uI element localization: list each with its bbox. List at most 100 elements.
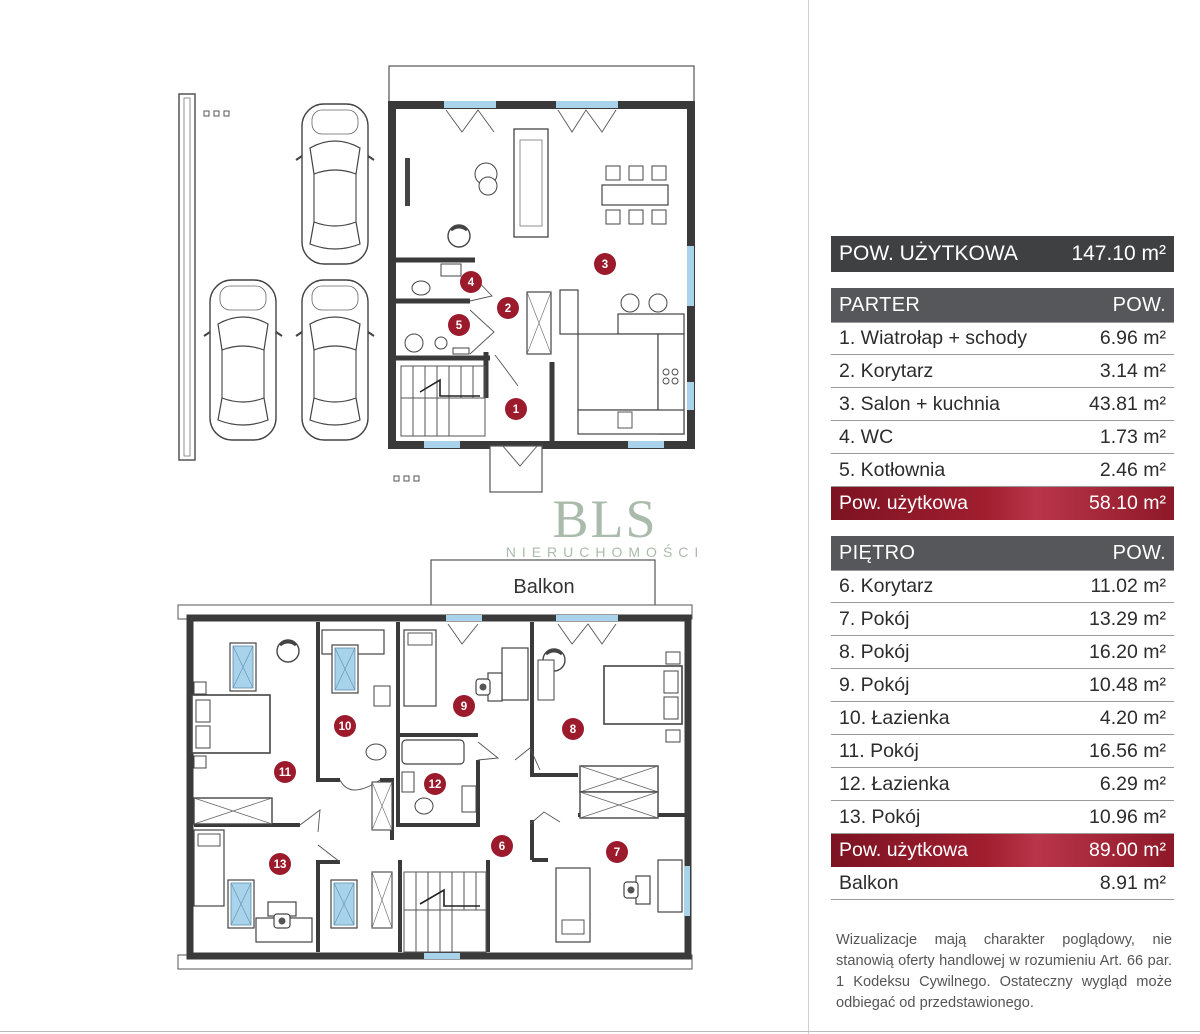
pietro-header-label: PIĘTRO <box>839 541 916 564</box>
room-name: 12. Łazienka <box>839 772 950 795</box>
room-name: 3. Salon + kuchnia <box>839 392 1000 415</box>
parter-header-label: PARTER <box>839 293 921 316</box>
pietro-header-col: POW. <box>1112 541 1166 564</box>
room-marker: 10 <box>334 715 356 737</box>
room-marker: 12 <box>424 773 446 795</box>
room-marker-number: 8 <box>570 724 577 736</box>
pietro-rows: 6. Korytarz 11.02 m² 7. Pokój 13.29 m² 8. Po… <box>831 570 1174 834</box>
parter-room-row: 4. WC 1.73 m² <box>831 421 1174 454</box>
bottom-rule <box>0 1031 1200 1032</box>
room-marker: 2 <box>497 297 519 319</box>
room-name: 8. Pokój <box>839 640 910 663</box>
room-area: 16.20 m² <box>1089 640 1166 663</box>
room-marker: 8 <box>562 718 584 740</box>
room-area: 1.73 m² <box>1099 425 1166 448</box>
room-marker: 13 <box>269 853 291 875</box>
room-name: 4. WC <box>839 425 894 448</box>
room-marker-number: 4 <box>468 277 475 289</box>
room-name: 13. Pokój <box>839 805 921 828</box>
room-name: 9. Pokój <box>839 673 910 696</box>
room-marker-number: 10 <box>339 721 352 733</box>
parter-room-row: 5. Kotłownia 2.46 m² <box>831 454 1174 487</box>
pietro-room-row: 11. Pokój 16.56 m² <box>831 735 1174 768</box>
car-icon <box>203 279 283 441</box>
balcony-label: Balkon <box>513 576 575 598</box>
room-name: 11. Pokój <box>839 739 919 762</box>
parter-total-label: Pow. użytkowa <box>839 492 968 514</box>
room-marker-number: 3 <box>602 259 608 271</box>
room-marker-number: 13 <box>274 859 287 871</box>
room-area: 16.56 m² <box>1089 739 1166 762</box>
room-area: 10.48 m² <box>1089 673 1166 696</box>
room-name: 2. Korytarz <box>839 359 934 382</box>
room-marker-number: 9 <box>461 701 467 713</box>
balkon-value: 8.91 m² <box>1099 871 1166 894</box>
parter-room-row: 3. Salon + kuchnia 43.81 m² <box>831 388 1174 421</box>
balkon-label: Balkon <box>839 871 899 894</box>
room-area: 43.81 m² <box>1089 392 1166 415</box>
room-marker: 9 <box>453 695 475 717</box>
room-area: 3.14 m² <box>1099 359 1166 382</box>
room-marker: 6 <box>491 835 513 857</box>
room-area: 4.20 m² <box>1099 706 1166 729</box>
room-marker-number: 1 <box>513 404 520 416</box>
room-marker-number: 12 <box>429 779 442 791</box>
first-floor-plan <box>177 559 693 970</box>
pietro-header: PIĘTRO POW. <box>831 536 1174 570</box>
parter-header-col: POW. <box>1112 293 1166 316</box>
room-area: 13.29 m² <box>1089 607 1166 630</box>
car-icon <box>295 279 375 441</box>
room-area: 10.96 m² <box>1089 805 1166 828</box>
room-marker: 3 <box>594 253 616 275</box>
parter-rows: 1. Wiatrołap + schody 6.96 m² 2. Korytarz 3… <box>831 322 1174 487</box>
room-marker: 1 <box>505 398 527 420</box>
pietro-room-row: 7. Pokój 13.29 m² <box>831 603 1174 636</box>
room-area: 6.29 m² <box>1099 772 1166 795</box>
room-marker: 11 <box>274 761 296 783</box>
room-name: 6. Korytarz <box>839 575 934 597</box>
pietro-room-row: 10. Łazienka 4.20 m² <box>831 702 1174 735</box>
room-marker-number: 7 <box>614 847 620 859</box>
bls-logo: BLS NIERUCHOMOŚCI <box>500 492 710 560</box>
parter-total-row: Pow. użytkowa 58.10 m² <box>831 487 1174 520</box>
room-name: 5. Kotłownia <box>839 458 946 481</box>
car-icon <box>295 103 375 265</box>
balkon-row: Balkon 8.91 m² <box>831 867 1174 900</box>
room-area: 2.46 m² <box>1099 458 1166 481</box>
room-marker-number: 6 <box>499 841 505 853</box>
total-usable-area-row: POW. UŻYTKOWA 147.10 m² <box>831 236 1174 272</box>
room-marker: 7 <box>606 841 628 863</box>
room-area: 6.96 m² <box>1099 327 1166 349</box>
room-name: 1. Wiatrołap + schody <box>839 327 1028 349</box>
ground-floor-plan <box>388 65 695 493</box>
total-usable-area-label: POW. UŻYTKOWA <box>839 242 1018 265</box>
total-usable-area-value: 147.10 m² <box>1071 242 1166 265</box>
pietro-room-row: 13. Pokój 10.96 m² <box>831 801 1174 834</box>
pietro-room-row: 8. Pokój 16.20 m² <box>831 636 1174 669</box>
room-marker-number: 11 <box>279 767 292 779</box>
pietro-room-row: 6. Korytarz 11.02 m² <box>831 570 1174 603</box>
room-marker-number: 5 <box>456 320 463 332</box>
room-name: 10. Łazienka <box>839 706 950 729</box>
pietro-room-row: 9. Pokój 10.48 m² <box>831 669 1174 702</box>
room-name: 7. Pokój <box>839 607 910 630</box>
pietro-total-row: Pow. użytkowa 89.00 m² <box>831 834 1174 867</box>
vertical-divider <box>808 0 809 1034</box>
room-area: 11.02 m² <box>1090 575 1166 597</box>
parter-room-row: 1. Wiatrołap + schody 6.96 m² <box>831 322 1174 355</box>
parking-area <box>178 93 420 482</box>
parter-header: PARTER POW. <box>831 288 1174 322</box>
disclaimer-text: Wizualizacje mają charakter poglądowy, n… <box>836 932 1172 1011</box>
parter-room-row: 2. Korytarz 3.14 m² <box>831 355 1174 388</box>
logo-sub-text: NIERUCHOMOŚCI <box>505 544 705 560</box>
parter-total-value: 58.10 m² <box>1089 492 1166 514</box>
logo-main-text: BLS <box>552 489 658 549</box>
pietro-total-value: 89.00 m² <box>1089 839 1166 861</box>
room-marker: 4 <box>460 271 482 293</box>
pietro-room-row: 12. Łazienka 6.29 m² <box>831 768 1174 801</box>
room-marker: 5 <box>448 314 470 336</box>
pietro-total-label: Pow. użytkowa <box>839 839 968 861</box>
room-marker-number: 2 <box>505 303 511 315</box>
